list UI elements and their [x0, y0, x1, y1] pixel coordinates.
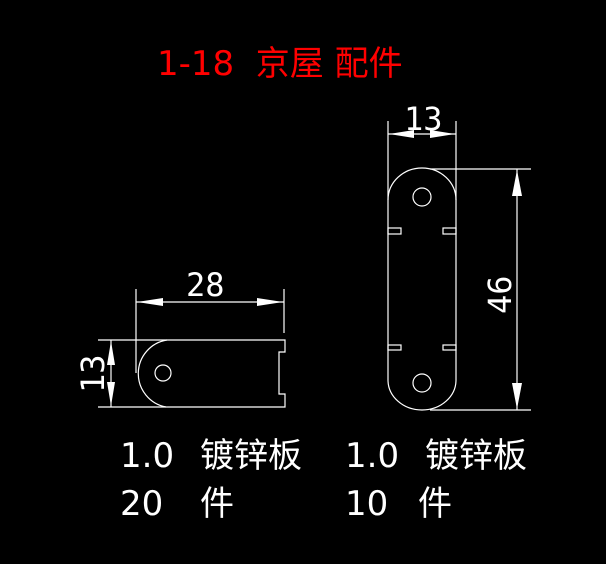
part-b-hole-bottom: [412, 373, 432, 393]
part-b-unit: 件: [418, 484, 452, 524]
arrow-icon: [512, 383, 522, 409]
arrow-icon: [430, 130, 455, 138]
notch: [442, 227, 457, 235]
part-a: 28 13: [74, 266, 286, 408]
arrow-icon: [512, 170, 522, 196]
part-a-material: 镀锌板: [200, 436, 302, 476]
arrow-icon: [257, 298, 283, 306]
part-b-qty: 10: [345, 484, 388, 524]
notch: [387, 344, 402, 351]
part-a-qty: 20: [120, 484, 163, 524]
part-a-thickness: 1.0: [120, 436, 174, 476]
part-b-outline: [387, 167, 457, 411]
dim-28-label: 28: [186, 266, 225, 304]
part-a-unit: 件: [200, 484, 234, 524]
part-b: 13 46: [387, 100, 531, 411]
part-a-hole: [154, 364, 172, 382]
part-b-thickness: 1.0: [345, 436, 399, 476]
dim-13-label: 13: [74, 354, 112, 393]
part-a-outline: [137, 339, 286, 408]
notch: [387, 227, 402, 235]
arrow-icon: [389, 130, 414, 138]
part-b-hole-top: [412, 187, 432, 207]
notch: [442, 344, 457, 351]
dim-46-label: 46: [481, 275, 519, 314]
dim-13-label: 13: [404, 100, 443, 138]
arrow-icon: [107, 382, 115, 406]
arrow-icon: [137, 298, 163, 306]
arrow-icon: [107, 341, 115, 365]
drawing-title: 1-18 京屋 配件: [157, 44, 403, 84]
part-b-material: 镀锌板: [425, 436, 527, 476]
